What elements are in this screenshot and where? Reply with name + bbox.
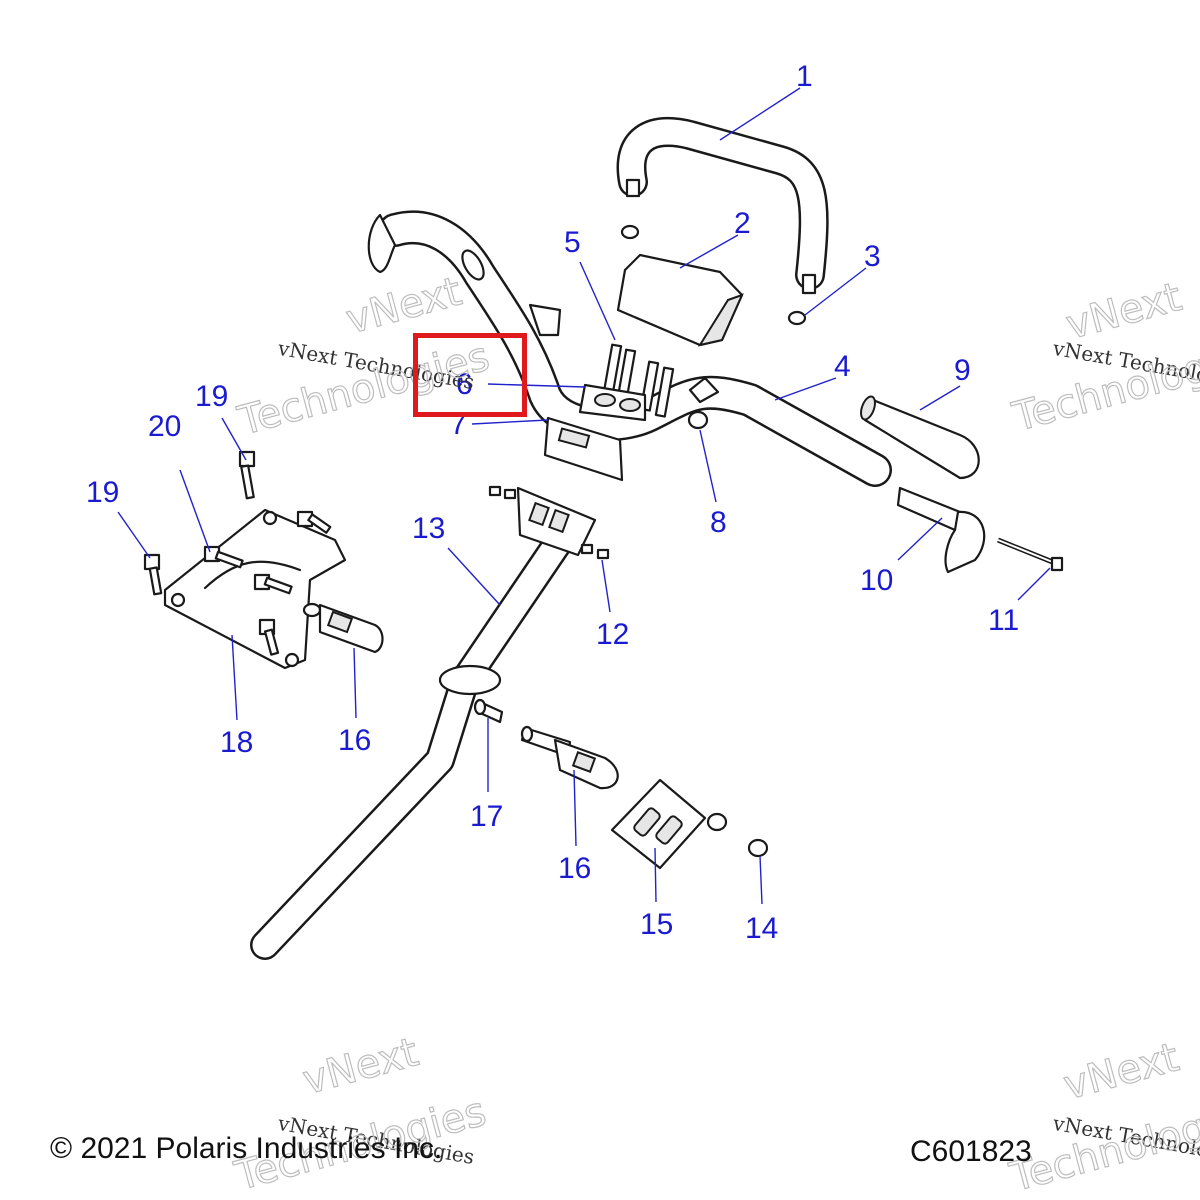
part-7-lower-clamp bbox=[543, 416, 624, 482]
handlebar-tab bbox=[528, 303, 562, 337]
part-14-nuts bbox=[706, 812, 769, 858]
callout-5: 5 bbox=[564, 226, 581, 259]
callout-4: 4 bbox=[834, 350, 851, 383]
column-collar bbox=[438, 664, 502, 696]
watermark-big-2a: vNext bbox=[1061, 274, 1186, 349]
part-6-upper-clamp bbox=[578, 383, 647, 422]
part-8-nut bbox=[687, 410, 709, 430]
copyright-text: © 2021 Polaris Industries Inc. bbox=[50, 1132, 443, 1165]
watermark-big-4a: vNext bbox=[1059, 1034, 1184, 1109]
leader-lines bbox=[117, 87, 1051, 905]
part-3-nuts bbox=[620, 224, 807, 326]
callout-3: 3 bbox=[864, 240, 881, 273]
callout-19-lower: 19 bbox=[86, 476, 119, 509]
callout-17: 17 bbox=[470, 800, 503, 833]
part-1-grab-handle bbox=[616, 117, 829, 295]
part-11-pin bbox=[997, 537, 1064, 572]
callout-10: 10 bbox=[860, 564, 893, 597]
watermark-big-4b: Technologies bbox=[1005, 1090, 1200, 1200]
part-16-lower-bracket bbox=[520, 725, 619, 790]
callout-14: 14 bbox=[745, 912, 778, 945]
callout-labels: 1 2 3 4 5 6 7 8 9 10 11 12 13 14 15 16 1… bbox=[86, 60, 1019, 945]
highlight-box bbox=[413, 333, 527, 417]
part-2-cover bbox=[616, 253, 744, 347]
part-4-handlebar bbox=[367, 210, 892, 487]
handlebar-left-end bbox=[367, 213, 397, 274]
callout-13: 13 bbox=[412, 512, 445, 545]
callout-6: 6 bbox=[456, 368, 473, 401]
part-10-throttle bbox=[896, 486, 986, 574]
part-9-grip bbox=[860, 395, 980, 480]
callout-2: 2 bbox=[734, 207, 751, 240]
callout-18: 18 bbox=[220, 726, 253, 759]
part-12-nuts bbox=[488, 485, 610, 560]
part-13-steering-column bbox=[250, 486, 597, 960]
part-15-plate bbox=[610, 778, 707, 870]
callout-20: 20 bbox=[148, 410, 181, 443]
callout-1: 1 bbox=[796, 60, 813, 93]
callout-11: 11 bbox=[988, 604, 1019, 637]
callout-16-lower: 16 bbox=[558, 852, 591, 885]
part-17-spacer bbox=[473, 698, 504, 724]
part-16-upper-bracket bbox=[302, 602, 384, 654]
part-19-20-bolts bbox=[143, 450, 332, 656]
callout-16-upper: 16 bbox=[338, 724, 371, 757]
callout-8: 8 bbox=[710, 506, 727, 539]
callout-9: 9 bbox=[954, 354, 971, 387]
diagram-code: C601823 bbox=[910, 1135, 1032, 1168]
watermark-big-3a: vNext bbox=[298, 1029, 423, 1104]
callout-12: 12 bbox=[596, 618, 629, 651]
callout-15: 15 bbox=[640, 908, 673, 941]
callout-19-upper: 19 bbox=[195, 380, 228, 413]
